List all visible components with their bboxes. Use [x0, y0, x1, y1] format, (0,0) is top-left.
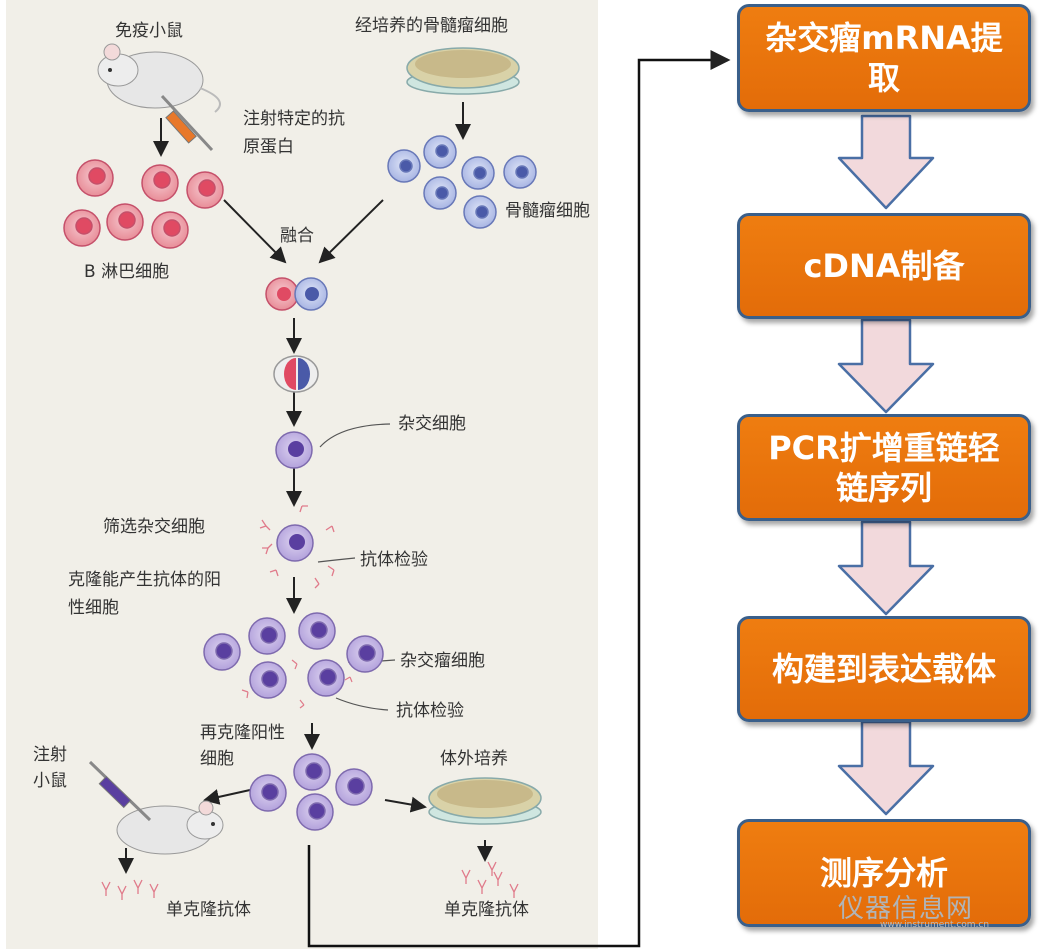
hybrid-cell-graphic: [275, 431, 313, 469]
label-screen-hybrid: 筛选杂交细胞: [103, 517, 205, 537]
label-clone-positive: 克隆能产生抗体的阳性细胞: [68, 570, 221, 618]
label-mab-right: 单克隆抗体: [444, 900, 529, 920]
flow-arrow-1: [837, 114, 935, 210]
antibodies-right: [461, 861, 519, 898]
fusing-cells: [265, 277, 328, 311]
antibodies-left: [101, 879, 159, 900]
label-cultured-myeloma: 经培养的骨髓瘤细胞: [355, 16, 508, 36]
label-in-vitro-culture: 体外培养: [440, 749, 508, 769]
label-mab-left: 单克隆抗体: [166, 900, 251, 920]
flow-step-expression-vector: 构建到表达载体: [737, 616, 1031, 722]
label-inject-mouse: 注射小鼠: [33, 745, 67, 791]
label-antibody-test-2: 抗体检验: [396, 701, 464, 721]
screened-cell-graphic: [259, 505, 335, 589]
flow-arrow-4: [837, 720, 935, 816]
connector-arrow: [307, 50, 731, 948]
label-immune-mouse: 免疫小鼠: [115, 21, 183, 41]
label-hybridoma: 杂交瘤细胞: [400, 651, 485, 671]
label-fusion: 融合: [280, 226, 314, 246]
flow-step-mrna-extraction: 杂交瘤mRNA提取: [737, 4, 1031, 112]
label-reclone-positive: 再克隆阳性细胞: [200, 723, 285, 769]
label-inject-antigen: 注射特定的抗原蛋白: [243, 109, 345, 157]
b-lymphocyte-cells: [63, 159, 224, 249]
merged-cell: [273, 355, 319, 393]
flow-step-pcr: PCR扩增重链轻链序列: [737, 414, 1031, 521]
label-antibody-test-1: 抗体检验: [360, 550, 428, 570]
flow-step-sequencing: 测序分析: [737, 819, 1031, 927]
label-b-lymphocytes: B 淋巴细胞: [84, 262, 170, 282]
flow-step-cdna-prep: cDNA制备: [737, 213, 1031, 319]
process-arrows: [118, 102, 493, 874]
myeloma-cells: [387, 135, 537, 229]
flow-arrow-3: [837, 520, 935, 616]
label-hybrid-cell: 杂交细胞: [398, 414, 466, 434]
culture-dish-top: [406, 47, 520, 95]
watermark-text: 仪器信息网: [838, 894, 974, 924]
culture-dish-bottom: [428, 777, 542, 825]
flow-down-arrows: [837, 114, 935, 816]
watermark-url: www.instrument.com.cn: [880, 920, 990, 930]
recloned-cells: [249, 753, 373, 831]
immune-mouse-image: [97, 43, 221, 152]
flow-arrow-2: [837, 318, 935, 414]
label-myeloma-cells: 骨髓瘤细胞: [505, 201, 590, 221]
hybridoma-cluster: [203, 612, 384, 709]
injected-mouse-image: [88, 760, 224, 855]
